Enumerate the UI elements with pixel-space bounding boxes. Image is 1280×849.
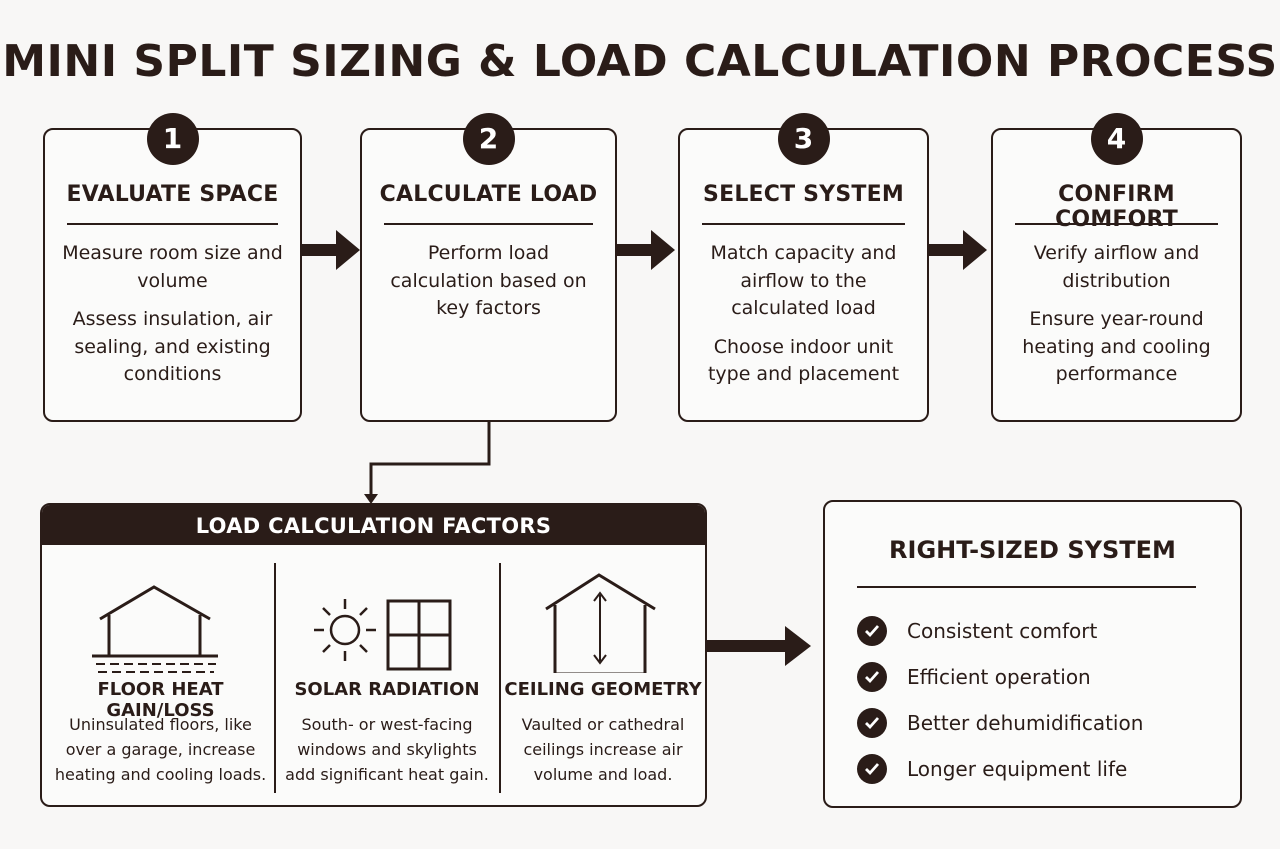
divider: [67, 223, 278, 225]
right-sized-system-panel: RIGHT-SIZED SYSTEM Consistent comfort Ef…: [823, 500, 1242, 808]
factor-description: South- or west-facing windows and skylig…: [285, 715, 489, 784]
divider: [384, 223, 593, 225]
divider: [1015, 223, 1218, 225]
step-text: Ensure year-round heating and cooling pe…: [1022, 308, 1211, 385]
result-heading: RIGHT-SIZED SYSTEM: [889, 536, 1176, 564]
right-arrow-icon: [929, 228, 987, 272]
step-text: Measure room size and volume: [62, 242, 283, 292]
vaulted-ceiling-icon: [501, 563, 705, 676]
step-text: Match capacity and airflow to the calcul…: [710, 242, 897, 319]
factor-title: SOLAR RADIATION: [294, 679, 480, 700]
step-heading: EVALUATE SPACE: [66, 182, 279, 207]
check-icon: [857, 708, 887, 738]
page-title: MINI SPLIT SIZING & LOAD CALCULATION PRO…: [2, 36, 1278, 87]
right-arrow-icon: [707, 624, 811, 668]
divider: [857, 586, 1196, 588]
factor-description: Uninsulated floors, like over a garage, …: [54, 715, 267, 784]
step-text: Perform load calculation based on key fa…: [390, 242, 587, 319]
divider: [499, 563, 501, 793]
check-icon: [857, 616, 887, 646]
factors-heading: LOAD CALCULATION FACTORS: [42, 505, 705, 545]
benefit-label: Better dehumidification: [907, 711, 1144, 735]
divider: [274, 563, 276, 793]
right-arrow-icon: [617, 228, 675, 272]
load-factors-panel: LOAD CALCULATION FACTORS FLOOR HEAT GAIN…: [40, 503, 707, 807]
factor-floor: FLOOR HEAT GAIN/LOSS Uninsulated floors,…: [46, 545, 275, 805]
step-number-badge: 2: [462, 113, 515, 165]
factor-description: Vaulted or cathedral ceilings increase a…: [521, 715, 685, 784]
house-floor-icon: [46, 563, 275, 673]
step-heading: CALCULATE LOAD: [379, 182, 598, 207]
step-text: Verify airflow and distribution: [1033, 242, 1200, 292]
step-text: Assess insulation, air sealing, and exis…: [72, 308, 273, 385]
connector-arrow-icon: [364, 422, 491, 504]
benefit-label: Consistent comfort: [907, 619, 1098, 643]
list-item: Efficient operation: [857, 654, 1220, 700]
step-text: Choose indoor unit type and placement: [707, 335, 900, 386]
sun-window-icon: [275, 563, 499, 673]
step-heading: CONFIRM COMFORT: [1055, 182, 1178, 232]
right-arrow-icon: [302, 228, 360, 272]
list-item: Longer equipment life: [857, 746, 1220, 792]
step-number-badge: 3: [777, 113, 830, 165]
check-icon: [857, 662, 887, 692]
factor-title: FLOOR HEAT GAIN/LOSS: [97, 679, 224, 721]
divider: [702, 223, 905, 225]
step-card-calculate-load: 2 CALCULATE LOAD Perform load calculatio…: [360, 113, 617, 422]
factor-title: CEILING GEOMETRY: [504, 679, 702, 700]
factor-ceiling: CEILING GEOMETRY Vaulted or cathedral ce…: [501, 545, 705, 805]
list-item: Consistent comfort: [857, 608, 1220, 654]
step-card-evaluate-space: 1 EVALUATE SPACE Measure room size and v…: [43, 113, 302, 422]
step-number-badge: 1: [146, 113, 199, 165]
step-card-confirm-comfort: 4 CONFIRM COMFORT Verify airflow and dis…: [991, 113, 1242, 422]
step-heading: SELECT SYSTEM: [703, 182, 904, 207]
benefit-label: Efficient operation: [907, 665, 1091, 689]
factor-solar: SOLAR RADIATION South- or west-facing wi…: [275, 545, 499, 805]
benefit-label: Longer equipment life: [907, 757, 1128, 781]
step-number-badge: 4: [1090, 113, 1143, 165]
benefit-list: Consistent comfort Efficient operation B…: [857, 608, 1220, 792]
check-icon: [857, 754, 887, 784]
list-item: Better dehumidification: [857, 700, 1220, 746]
step-card-select-system: 3 SELECT SYSTEM Match capacity and airfl…: [678, 113, 929, 422]
